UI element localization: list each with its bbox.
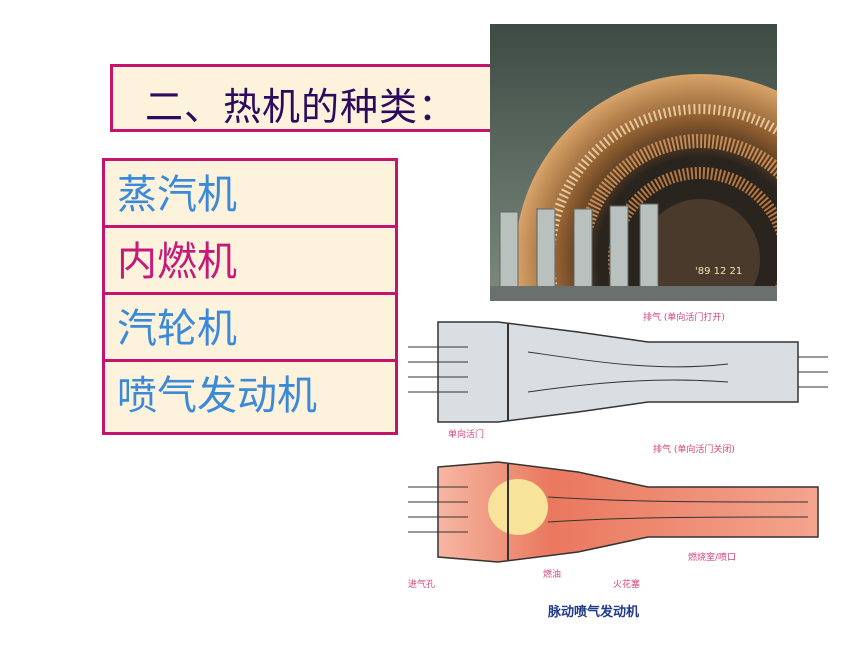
- engine-type-label: 喷气发动机: [117, 373, 317, 419]
- label-air-inlet: 进气孔: [408, 578, 435, 590]
- pulse-jet-engine-diagram: 排气 (单向活门打开) 单向活门 排气 (单向活门关闭) 进气孔 燃油 火花塞 …: [408, 311, 828, 620]
- label-exhaust-closed: 排气 (单向活门关闭): [653, 443, 735, 455]
- engine-type-label: 内燃机: [117, 239, 237, 285]
- photo-date-stamp: '89 12 21: [695, 266, 742, 277]
- label-spark: 火花塞: [613, 578, 640, 590]
- steam-turbine-photo: '89 12 21: [490, 24, 777, 301]
- turbine-pillars: [499, 203, 659, 293]
- label-combustion: 燃烧室/喷口: [688, 551, 736, 563]
- diagram-caption: 脉动喷气发动机: [547, 604, 639, 620]
- section-title-box: 二、热机的种类：: [110, 64, 502, 132]
- engine-type-internal-combustion: 内燃机: [105, 228, 395, 295]
- engine-type-label: 蒸汽机: [117, 172, 237, 218]
- label-valve: 单向活门: [448, 428, 484, 440]
- engine-type-label: 汽轮机: [117, 306, 237, 352]
- label-fuel: 燃油: [543, 568, 561, 580]
- engine-type-steam-turbine: 汽轮机: [105, 295, 395, 362]
- label-exhaust-open: 排气 (单向活门打开): [643, 311, 725, 323]
- engine-diagram-top: 排气 (单向活门打开) 单向活门: [408, 311, 828, 440]
- engine-type-jet: 喷气发动机: [105, 362, 395, 432]
- engine-type-steam: 蒸汽机: [105, 161, 395, 228]
- section-title: 二、热机的种类：: [145, 85, 458, 129]
- engine-type-list: 蒸汽机 内燃机 汽轮机 喷气发动机: [102, 158, 398, 435]
- engine-diagram-bottom: 排气 (单向活门关闭) 进气孔 燃油 火花塞 燃烧室/喷口: [408, 443, 819, 590]
